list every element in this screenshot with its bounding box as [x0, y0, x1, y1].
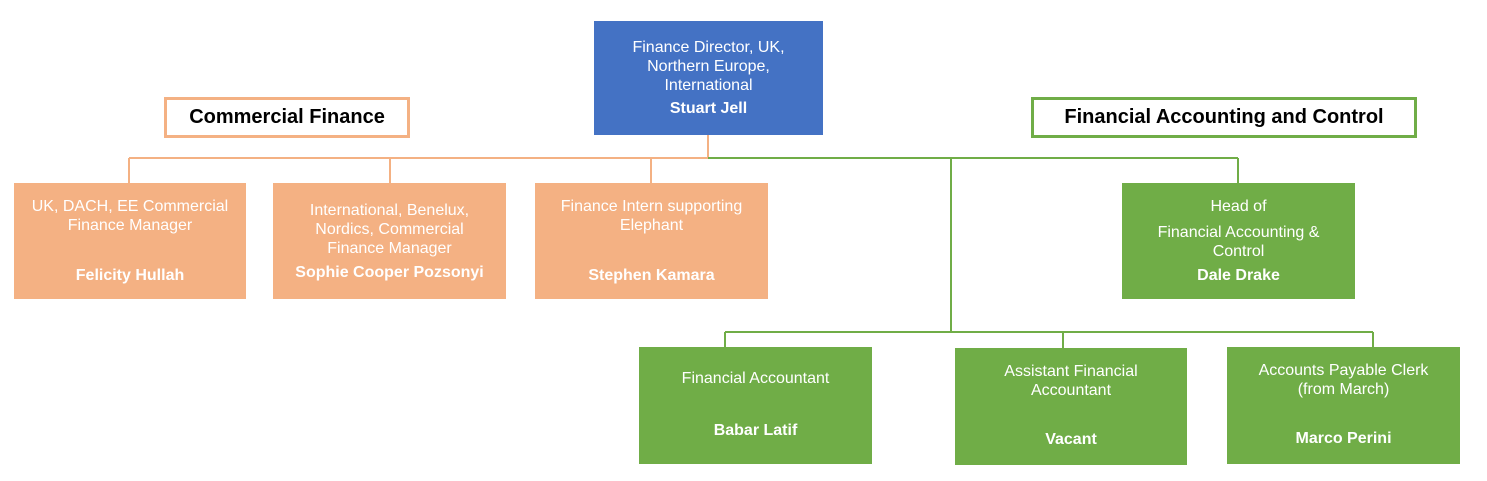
org-box-fac-2: Assistant Financial Accountant Vacant [955, 348, 1187, 465]
org-box-commercial-2: International, Benelux, Nordics, Commerc… [273, 183, 506, 299]
commercial-2-name: Sophie Cooper Pozsonyi [295, 264, 484, 281]
org-box-commercial-3: Finance Intern supporting Elephant Steph… [535, 183, 768, 299]
section-header-financial-label: Financial Accounting and Control [1064, 106, 1384, 128]
org-box-fac-3: Accounts Payable Clerk (from March) Marc… [1227, 347, 1460, 464]
commercial-1-role: UK, DACH, EE Commercial Finance Manager [31, 198, 229, 234]
fac-2-name: Vacant [1045, 431, 1097, 448]
fac-3-name: Marco Perini [1295, 430, 1392, 447]
head-fac-name: Dale Drake [1197, 267, 1280, 284]
fac-1-name: Babar Latif [713, 422, 798, 439]
commercial-3-role: Finance Intern supporting Elephant [560, 198, 743, 234]
section-header-commercial-label: Commercial Finance [189, 106, 385, 128]
commercial-2-role: International, Benelux, Nordics, Commerc… [309, 202, 470, 257]
org-box-head-fac: Head of Financial Accounting & Control D… [1122, 183, 1355, 299]
section-header-commercial: Commercial Finance [164, 97, 410, 138]
head-fac-role-line1: Head of [1210, 198, 1267, 215]
head-fac-role-line2: Financial Accounting & Control [1157, 224, 1320, 260]
org-box-director: Finance Director, UK, Northern Europe, I… [594, 21, 823, 135]
org-box-commercial-1: UK, DACH, EE Commercial Finance Manager … [14, 183, 246, 299]
director-role: Finance Director, UK, Northern Europe, I… [632, 39, 785, 94]
commercial-3-name: Stephen Kamara [588, 267, 715, 284]
fac-2-role: Assistant Financial Accountant [1004, 363, 1138, 399]
fac-1-role: Financial Accountant [681, 370, 830, 387]
director-name: Stuart Jell [669, 100, 748, 117]
section-header-financial: Financial Accounting and Control [1031, 97, 1417, 138]
commercial-1-name: Felicity Hullah [75, 267, 185, 284]
org-box-fac-1: Financial Accountant Babar Latif [639, 347, 872, 464]
fac-3-role: Accounts Payable Clerk (from March) [1258, 362, 1429, 398]
